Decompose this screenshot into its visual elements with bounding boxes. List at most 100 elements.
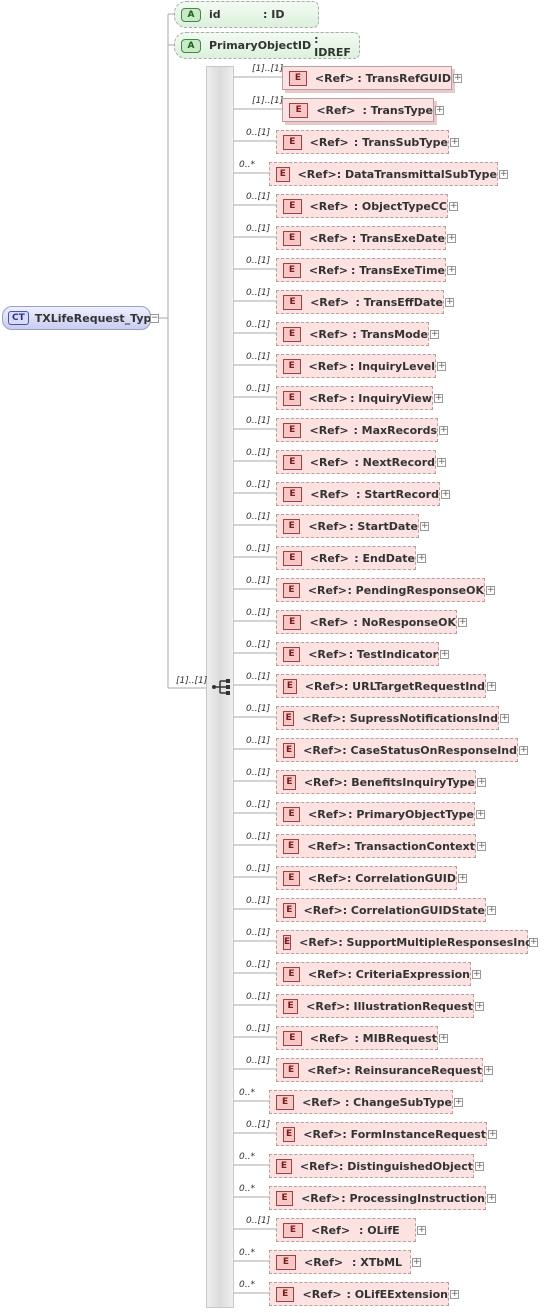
element-node[interactable]: E<Ref>: SupportMultipleResponsesInd <box>276 930 533 954</box>
expand-icon[interactable]: + <box>519 745 528 755</box>
element-node[interactable]: E<Ref>: TransactionContext <box>276 834 476 858</box>
expand-icon[interactable]: + <box>450 1289 459 1299</box>
element-ref-label: <Ref> <box>301 1191 341 1205</box>
expand-icon[interactable]: + <box>486 585 495 595</box>
expand-icon[interactable]: + <box>488 1129 497 1139</box>
element-node[interactable]: E<Ref>: DataTransmittalSubType <box>269 162 498 186</box>
expand-icon[interactable]: + <box>484 1065 493 1075</box>
expand-icon[interactable]: + <box>500 713 509 723</box>
element-node[interactable]: E<Ref>: ProcessingInstruction <box>269 1186 486 1210</box>
expand-icon[interactable]: + <box>435 105 444 115</box>
element-badge: E <box>283 198 302 214</box>
expand-icon[interactable]: + <box>439 1033 448 1043</box>
element-node[interactable]: E<Ref>: StartDate <box>276 514 419 538</box>
expand-icon[interactable]: + <box>475 1001 484 1011</box>
element-badge: E <box>283 358 301 374</box>
element-node[interactable]: E<Ref>: ObjectTypeCC <box>276 194 448 218</box>
expand-icon[interactable]: + <box>417 553 426 563</box>
sequence-compositor-icon[interactable] <box>212 679 232 695</box>
expand-icon[interactable]: + <box>450 137 459 147</box>
expand-icon[interactable]: + <box>487 681 496 691</box>
collapse-icon[interactable]: − <box>150 313 159 323</box>
expand-icon[interactable]: + <box>458 617 467 627</box>
element-node[interactable]: E<Ref>: URLTargetRequestInd <box>276 674 486 698</box>
expand-icon[interactable]: + <box>447 233 456 243</box>
expand-icon[interactable]: + <box>430 329 439 339</box>
element-node[interactable]: E<Ref>: TransEffDate <box>276 290 444 314</box>
expand-icon[interactable]: + <box>412 1257 421 1267</box>
expand-icon[interactable]: + <box>487 1193 496 1203</box>
expand-icon[interactable]: + <box>447 265 456 275</box>
element-node[interactable]: E<Ref>: TransSubType <box>276 130 449 154</box>
element-node[interactable]: E<Ref>: OLifE <box>276 1218 416 1242</box>
element-node[interactable]: E<Ref>: OLifEExtension <box>269 1282 449 1306</box>
expand-icon[interactable]: + <box>453 73 462 83</box>
expand-icon[interactable]: + <box>487 905 496 915</box>
attribute-badge: A <box>181 38 201 53</box>
element-node[interactable]: E<Ref>: EndDate <box>276 546 416 570</box>
element-node[interactable]: E<Ref>: MIBRequest <box>276 1026 438 1050</box>
attribute-id[interactable]: A id : ID <box>174 1 319 28</box>
element-name: : DistinguishedObject <box>339 1159 473 1173</box>
expand-icon[interactable]: + <box>529 937 538 947</box>
expand-icon[interactable]: + <box>417 1225 426 1235</box>
element-node[interactable]: E<Ref>: TransType <box>282 98 434 122</box>
expand-icon[interactable]: + <box>458 873 467 883</box>
element-ref-label: <Ref> <box>309 231 349 245</box>
expand-icon[interactable]: + <box>437 457 446 467</box>
element-cardinality: 0..* <box>239 1152 255 1162</box>
element-node[interactable]: E<Ref>: DistinguishedObject <box>269 1154 474 1178</box>
element-node[interactable]: E<Ref>: PendingResponseOK <box>276 578 485 602</box>
element-node[interactable]: E<Ref>: StartRecord <box>276 482 440 506</box>
expand-icon[interactable]: + <box>437 361 446 371</box>
element-node[interactable]: E<Ref>: CorrelationGUIDState <box>276 898 486 922</box>
element-node[interactable]: E<Ref>: ReinsuranceRequest <box>276 1058 483 1082</box>
element-node[interactable]: E<Ref>: CaseStatusOnResponseInd <box>276 738 518 762</box>
element-name: : ReinsuranceRequest <box>346 1063 482 1077</box>
expand-icon[interactable]: + <box>441 489 450 499</box>
expand-icon[interactable]: + <box>440 649 449 659</box>
element-node[interactable]: E<Ref>: InquiryLevel <box>276 354 436 378</box>
expand-icon[interactable]: + <box>420 521 429 531</box>
element-cardinality: 0..[1] <box>246 768 271 778</box>
expand-icon[interactable]: + <box>439 425 448 435</box>
element-badge: E <box>283 710 295 726</box>
element-node[interactable]: E<Ref>: BenefitsInquiryType <box>276 770 476 794</box>
element-node[interactable]: E<Ref>: NextRecord <box>276 450 436 474</box>
element-badge: E <box>283 134 302 150</box>
element-node[interactable]: E<Ref>: TestIndicator <box>276 642 439 666</box>
expand-icon[interactable]: + <box>454 1097 463 1107</box>
element-node[interactable]: E<Ref>: PrimaryObjectType <box>276 802 475 826</box>
element-badge: E <box>276 1190 294 1206</box>
expand-icon[interactable]: + <box>472 969 481 979</box>
element-node[interactable]: E<Ref>: InquiryView <box>276 386 433 410</box>
element-node[interactable]: E<Ref>: XTbML <box>269 1250 411 1274</box>
element-node[interactable]: E<Ref>: ChangeSubType <box>269 1090 453 1114</box>
element-name: : TestIndicator <box>348 647 438 661</box>
element-node[interactable]: E<Ref>: TransExeDate <box>276 226 446 250</box>
expand-icon[interactable]: + <box>449 201 458 211</box>
element-cardinality: 0..[1] <box>246 1120 271 1130</box>
expand-icon[interactable]: + <box>477 841 486 851</box>
element-node[interactable]: E<Ref>: FormInstanceRequest <box>276 1122 487 1146</box>
element-node[interactable]: E<Ref>: SupressNotificationsInd <box>276 706 499 730</box>
complex-type-node[interactable]: CT TXLifeRequest_Type <box>2 306 159 330</box>
element-node[interactable]: E<Ref>: NoResponseOK <box>276 610 457 634</box>
element-node[interactable]: E<Ref>: MaxRecords <box>276 418 438 442</box>
element-node[interactable]: E<Ref>: IllustrationRequest <box>276 994 474 1018</box>
element-node[interactable]: E<Ref>: CorrelationGUID <box>276 866 457 890</box>
element-cardinality: 0..[1] <box>246 896 271 906</box>
expand-icon[interactable]: + <box>475 1161 484 1171</box>
expand-icon[interactable]: + <box>434 393 443 403</box>
element-node[interactable]: E<Ref>: TransMode <box>276 322 429 346</box>
element-name: : DataTransmittalSubType <box>336 167 497 181</box>
expand-icon[interactable]: + <box>476 809 485 819</box>
expand-icon[interactable]: + <box>477 777 486 787</box>
element-node[interactable]: E<Ref>: TransRefGUID <box>282 66 452 90</box>
expand-icon[interactable]: + <box>499 169 508 179</box>
attribute-primaryobjectid[interactable]: A PrimaryObjectID : IDREF <box>174 32 360 59</box>
expand-icon[interactable]: + <box>445 297 454 307</box>
element-node[interactable]: E<Ref>: TransExeTime <box>276 258 446 282</box>
attribute-badge: A <box>181 7 201 22</box>
element-node[interactable]: E<Ref>: CriteriaExpression <box>276 962 471 986</box>
